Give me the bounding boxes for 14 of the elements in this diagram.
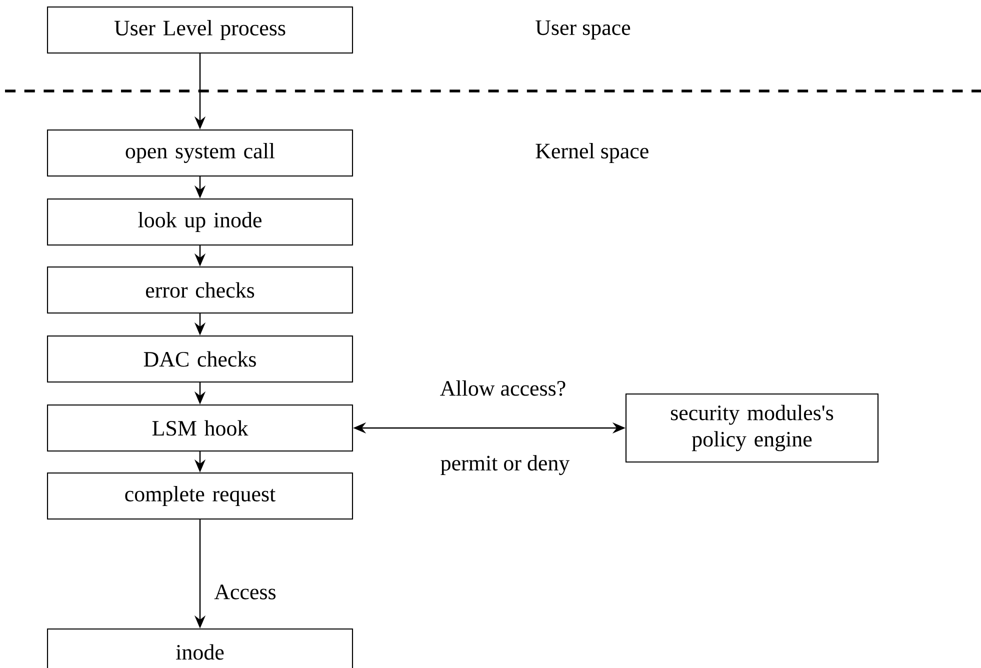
process-box: inode xyxy=(46,628,354,668)
edge-label: Access xyxy=(214,584,276,600)
process-box: error checks xyxy=(46,266,354,314)
process-box: DAC checks xyxy=(46,335,354,383)
process-box: LSM hook xyxy=(46,404,354,452)
edge-label: Allow access? xyxy=(440,380,566,396)
process-box: complete request xyxy=(46,472,354,520)
process-box: security modules's policy engine xyxy=(625,393,879,463)
annotation: permit or deny xyxy=(440,455,570,476)
process-box: look up inode xyxy=(46,198,354,246)
process-box: User Level process xyxy=(46,6,354,54)
region-label: Kernel space xyxy=(536,143,648,163)
region-label: User space xyxy=(536,20,630,40)
process-box: open system call xyxy=(46,129,354,177)
